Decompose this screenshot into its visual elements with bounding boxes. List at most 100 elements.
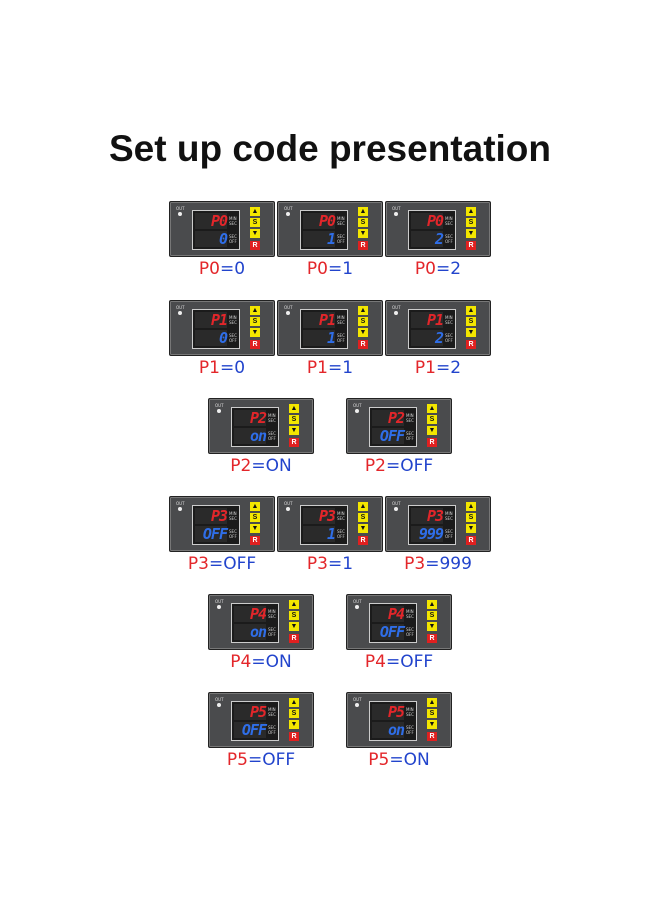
up-button[interactable]: ▲ [289,600,299,609]
caption-equals: = [208,554,224,574]
out-led-icon [178,212,182,216]
reset-button[interactable]: R [289,634,299,643]
out-led-icon [394,212,398,216]
timer-relay-device: OUT P3 OFF MIN SEC SEC OFF ▲ S ▼ R [169,496,275,552]
unit-label-bottom: SEC OFF [268,431,276,441]
up-button[interactable]: ▲ [289,404,299,413]
unit-label-top: MIN SEC [268,609,276,619]
up-button[interactable]: ▲ [358,207,368,216]
reset-button[interactable]: R [358,536,368,545]
set-button[interactable]: S [289,709,299,718]
up-button[interactable]: ▲ [466,207,476,216]
unit-label-top: MIN SEC [445,315,453,325]
code-caption: P1=2 [415,358,461,378]
down-button[interactable]: ▼ [427,622,437,631]
unit-label-bottom: SEC OFF [337,333,345,343]
display-top: P2 [372,410,405,426]
unit-label-top: MIN SEC [229,216,237,226]
set-button[interactable]: S [427,709,437,718]
display: P2 OFF MIN SEC SEC OFF [369,407,417,447]
out-label: OUT [215,599,224,604]
caption-code: P2 [364,456,386,476]
display-bottom: OFF [195,526,228,542]
up-button[interactable]: ▲ [289,698,299,707]
reset-button[interactable]: R [427,634,437,643]
up-button[interactable]: ▲ [250,502,260,511]
caption-equals: = [385,652,401,672]
down-button[interactable]: ▼ [358,328,368,337]
reset-button[interactable]: R [427,438,437,447]
display: P1 0 MIN SEC SEC OFF [192,309,240,349]
down-button[interactable]: ▼ [289,622,299,631]
down-button[interactable]: ▼ [358,524,368,533]
reset-button[interactable]: R [466,536,476,545]
unit-label-top: MIN SEC [337,216,345,226]
down-button[interactable]: ▼ [466,328,476,337]
out-led-icon [217,605,221,609]
down-button[interactable]: ▼ [250,229,260,238]
reset-button[interactable]: R [250,241,260,250]
set-button[interactable]: S [427,415,437,424]
code-caption: P2=OFF [365,456,433,476]
up-button[interactable]: ▲ [250,207,260,216]
unit-label-top: MIN SEC [445,511,453,521]
set-button[interactable]: S [427,611,437,620]
up-button[interactable]: ▲ [358,306,368,315]
reset-button[interactable]: R [250,340,260,349]
up-button[interactable]: ▲ [427,600,437,609]
device-row: OUT P3 OFF MIN SEC SEC OFF ▲ S ▼ R P3=OF… [0,496,660,574]
set-button[interactable]: S [358,317,368,326]
code-caption: P4=OFF [365,652,433,672]
set-button[interactable]: S [358,218,368,227]
down-button[interactable]: ▼ [466,229,476,238]
down-button[interactable]: ▼ [289,426,299,435]
set-button[interactable]: S [289,415,299,424]
down-button[interactable]: ▼ [427,720,437,729]
up-button[interactable]: ▲ [466,306,476,315]
unit-label-top: MIN SEC [445,216,453,226]
set-button[interactable]: S [250,218,260,227]
set-button[interactable]: S [358,513,368,522]
reset-button[interactable]: R [289,438,299,447]
display: P1 2 MIN SEC SEC OFF [408,309,456,349]
set-button[interactable]: S [289,611,299,620]
reset-button[interactable]: R [289,732,299,741]
out-led-icon [355,703,359,707]
reset-button[interactable]: R [466,340,476,349]
display: P1 1 MIN SEC SEC OFF [300,309,348,349]
down-button[interactable]: ▼ [250,524,260,533]
caption-value: 999 [439,554,472,574]
display-bottom: 999 [411,526,444,542]
down-button[interactable]: ▼ [358,229,368,238]
down-button[interactable]: ▼ [427,426,437,435]
display: P4 OFF MIN SEC SEC OFF [369,603,417,643]
caption-equals: = [436,358,451,378]
down-button[interactable]: ▼ [289,720,299,729]
display-bottom: OFF [234,722,267,738]
up-button[interactable]: ▲ [427,404,437,413]
out-label: OUT [392,501,401,506]
reset-button[interactable]: R [358,340,368,349]
up-button[interactable]: ▲ [466,502,476,511]
set-button[interactable]: S [466,317,476,326]
up-button[interactable]: ▲ [250,306,260,315]
timer-relay-device: OUT P5 on MIN SEC SEC OFF ▲ S ▼ R [346,692,452,748]
timer-relay-device: OUT P5 OFF MIN SEC SEC OFF ▲ S ▼ R [208,692,314,748]
up-button[interactable]: ▲ [427,698,437,707]
reset-button[interactable]: R [427,732,437,741]
reset-button[interactable]: R [358,241,368,250]
out-label: OUT [176,501,185,506]
unit-label-bottom: SEC OFF [337,529,345,539]
reset-button[interactable]: R [250,536,260,545]
reset-button[interactable]: R [466,241,476,250]
set-button[interactable]: S [466,513,476,522]
set-button[interactable]: S [250,513,260,522]
set-button[interactable]: S [466,218,476,227]
down-button[interactable]: ▼ [250,328,260,337]
down-button[interactable]: ▼ [466,524,476,533]
up-button[interactable]: ▲ [358,502,368,511]
set-button[interactable]: S [250,317,260,326]
unit-label-top: MIN SEC [229,315,237,325]
display-top: P0 [195,213,228,229]
